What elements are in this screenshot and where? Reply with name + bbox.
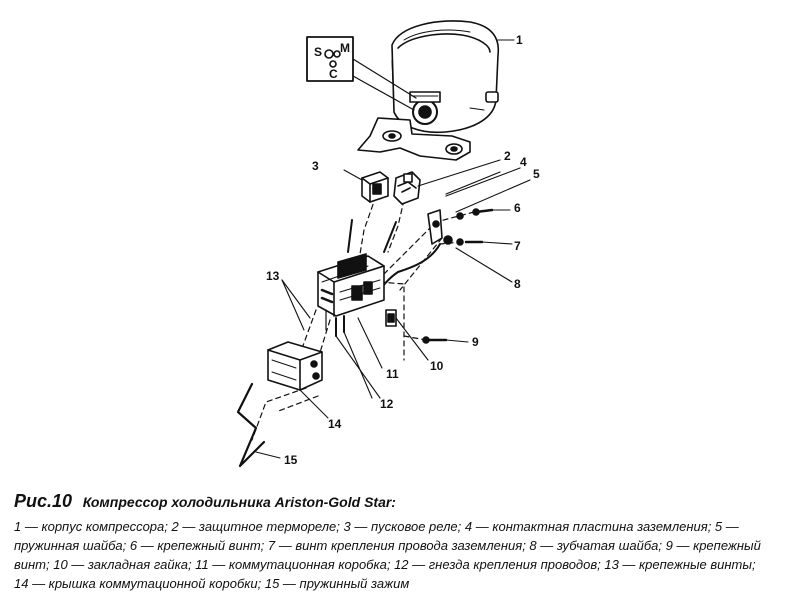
compressor-housing [391,20,500,134]
callout-7: 7 [514,239,521,253]
assembly-lines [251,195,475,441]
thermal-relay [393,171,421,205]
callout-6: 6 [514,201,521,215]
terminal-connector [409,91,441,125]
callout-2: 2 [504,149,511,163]
terminal-inset [306,36,417,111]
callout-4: 4 [520,155,527,169]
spring-clip [236,382,266,468]
terminal-m: M [340,41,350,55]
callout-3: 3 [312,159,319,173]
screws [422,208,494,344]
callout-9: 9 [472,335,479,349]
callout-12: 12 [380,397,394,411]
embedded-nut [385,309,397,327]
switching-box [317,253,385,337]
callout-11: 11 [386,367,399,381]
caption-number: Рис.10 [14,491,73,511]
callout-5: 5 [533,167,540,181]
grounding-plate [427,171,501,245]
callout-leaders [255,39,531,459]
caption-title-line: Рис.10 Компрессор холодильника Ariston-G… [14,490,774,513]
mounting-base [357,117,471,161]
callout-1: 1 [516,33,523,47]
callout-13: 13 [266,269,280,283]
callout-15: 15 [284,453,298,467]
terminal-s: S [314,45,322,59]
figure-caption: Рис.10 Компрессор холодильника Ariston-G… [14,490,774,593]
callout-14: 14 [328,417,342,431]
starting-relay [361,171,389,203]
box-cover [267,341,323,391]
callout-10: 10 [430,359,444,373]
terminal-c: C [329,67,338,81]
compressor-exploded-diagram: S M C 1 2 3 4 5 6 7 8 9 10 11 12 13 14 1… [236,20,540,468]
caption-title: Компрессор холодильника Ariston-Gold Sta… [82,494,396,510]
callout-8: 8 [514,277,521,291]
caption-legend: 1 — корпус компрессора; 2 — защитное тер… [14,519,761,591]
